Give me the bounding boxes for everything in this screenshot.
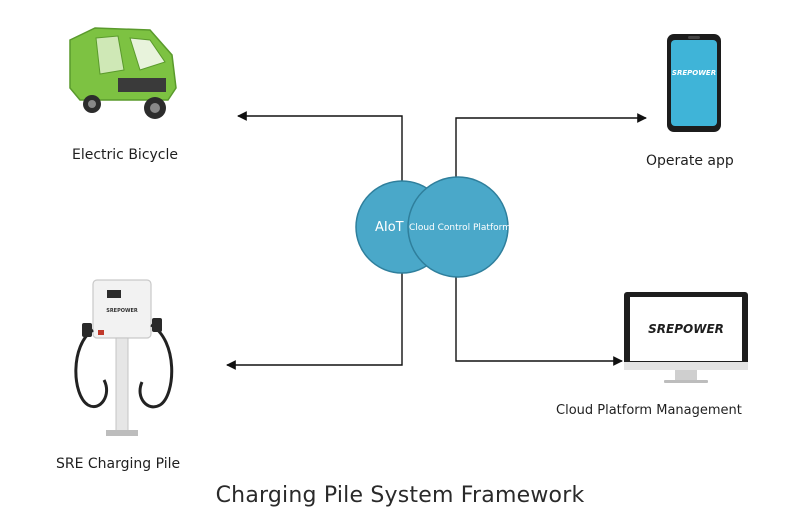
sre-charging-pile-label: SRE Charging Pile [56, 456, 181, 472]
operate-app-label: Operate app [646, 153, 734, 169]
core-circles: AIoT Cloud Control Platform [355, 176, 511, 278]
cloud-control-label: Cloud Control Platform [409, 223, 511, 233]
monitor-image: SREPOWER [624, 292, 748, 383]
charging-pile-image: SREPOWER [74, 279, 174, 436]
connector-to-bicycle [237, 111, 403, 188]
aiot-label: AIoT [375, 220, 404, 235]
connector-to-pile [226, 270, 403, 370]
connector-to-management [455, 272, 623, 366]
cloud-control-circle [407, 176, 509, 278]
cloud-platform-management-label: Cloud Platform Management [556, 403, 742, 418]
connector-to-app [455, 113, 647, 183]
monitor-brand-logo: SREPOWER [648, 322, 724, 336]
phone-image: SREPOWER [667, 34, 721, 132]
electric-bicycle-label: Electric Bicycle [72, 147, 179, 163]
pile-brand-logo: SREPOWER [106, 308, 138, 314]
page-title: Charging Pile System Framework [215, 483, 585, 508]
electric-bicycle-image [69, 27, 177, 119]
connectors [226, 111, 647, 370]
phone-brand-logo: SREPOWER [672, 69, 716, 77]
